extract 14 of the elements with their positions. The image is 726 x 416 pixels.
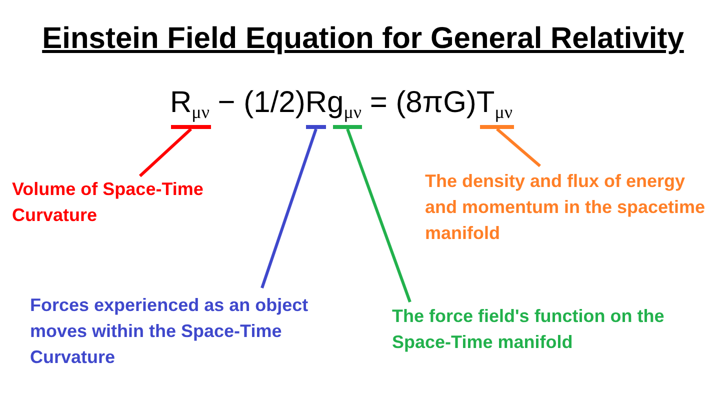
annotation-text: Forces experienced as an object moves within the Space-Time Curvature (30, 292, 340, 370)
title: Einstein Field Equation for General Relativity (41, 22, 685, 56)
annotation-text: Volume of Space-Time Curvature (12, 176, 242, 228)
underline-bar (306, 125, 326, 129)
leader-line (346, 128, 412, 303)
leader-line (260, 128, 318, 288)
annotation-text: The density and flux of energy and momentum in the spacetime manifold (425, 168, 720, 246)
underline-bar (171, 125, 211, 129)
leader-line (496, 128, 541, 168)
equation: R$_{μν}$ − (1/2)Rg$_{μν}$ = (8πG)T$_{μν}$ (170, 86, 513, 123)
leader-line (138, 128, 192, 178)
annotation-text: The force field's function on the Space-Time manifold (392, 303, 692, 355)
underline-bar (333, 125, 362, 129)
underline-bar (480, 125, 514, 129)
